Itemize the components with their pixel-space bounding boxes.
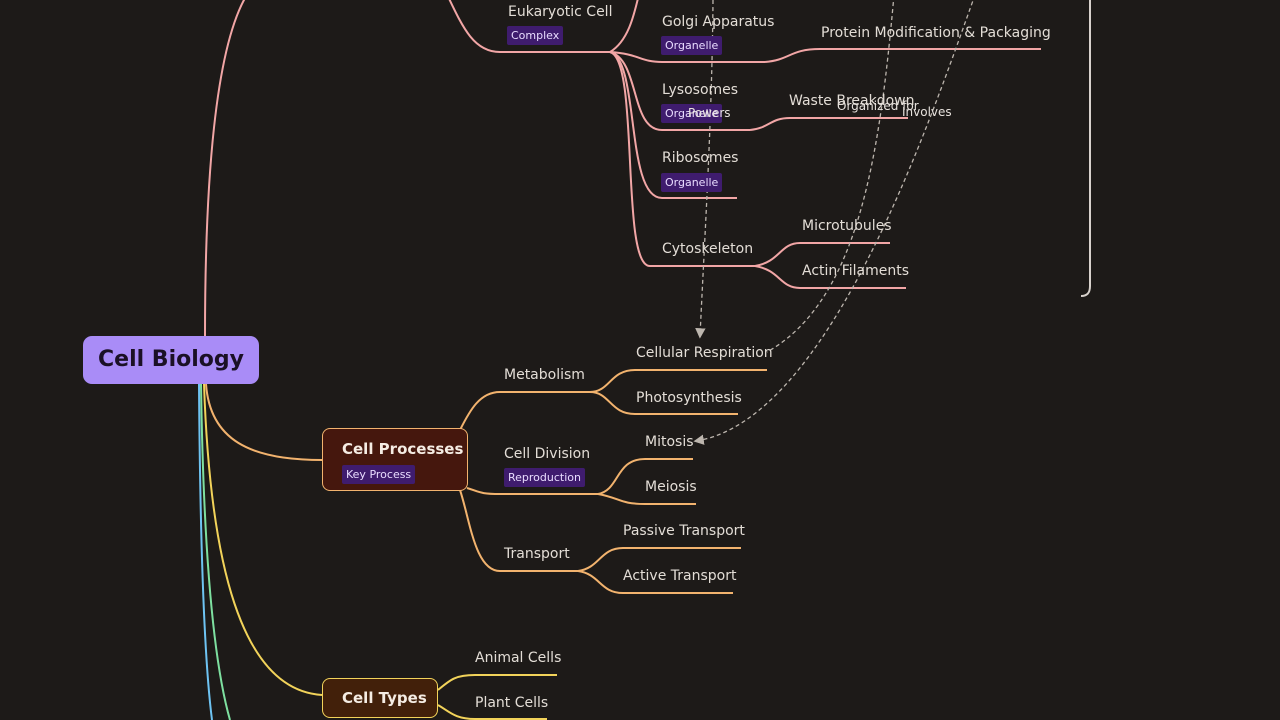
line-plant [437,704,547,720]
node-cell-processes[interactable]: Cell Processes Key Process [322,428,468,491]
line-golgi [609,51,765,63]
tag-complex: Complex [507,26,564,45]
node-protein-modification[interactable]: Protein Modification & Packaging [821,25,1051,41]
node-passive-transport[interactable]: Passive Transport [623,523,745,539]
node-mitosis[interactable]: Mitosis [645,434,694,450]
node-lysosomes[interactable]: Lysosomes [662,82,739,98]
line-actin [754,265,906,289]
tag-key-process: Key Process [342,465,416,484]
branch-line-green [200,383,231,720]
line-respiration [589,369,767,393]
tag-organelle-ribosomes: Organelle [661,173,723,192]
cell-types-title: Cell Types [342,689,427,707]
line-meiosis [597,493,696,505]
line-microtubules [754,242,890,267]
relation-label-involves: Involves [902,105,952,119]
line-waste [749,117,908,131]
node-photosynthesis[interactable]: Photosynthesis [636,390,742,406]
line-passive [577,547,741,572]
node-actin-filaments[interactable]: Actin Filaments [802,263,910,279]
summary-bracket [1080,0,1091,297]
line-cytoskeleton [609,51,755,267]
relation-label-powers: Powers [688,106,731,120]
node-microtubules[interactable]: Microtubules [802,218,892,234]
cell-processes-title: Cell Processes [342,440,464,458]
node-active-transport[interactable]: Active Transport [623,568,737,584]
branch-line-types [203,383,323,696]
node-animal-cells[interactable]: Animal Cells [475,650,562,666]
node-cytoskeleton[interactable]: Cytoskeleton [662,241,754,257]
line-photosynthesis [589,391,738,415]
node-ribosomes[interactable]: Ribosomes [662,150,739,166]
relation-label-organized-for: Organized for [837,99,919,113]
tag-organelle-golgi: Organelle [661,36,723,55]
node-meiosis[interactable]: Meiosis [645,479,697,495]
node-transport[interactable]: Transport [504,546,570,562]
root-node[interactable]: Cell Biology [83,336,259,384]
line-active [577,570,733,594]
branch-line-blue [198,383,213,720]
relation-arrow-involves [693,0,974,445]
branch-line-processes [205,383,323,461]
branch-line-structure [204,0,246,337]
node-cellular-respiration[interactable]: Cellular Respiration [636,345,773,361]
node-golgi-apparatus[interactable]: Golgi Apparatus [662,14,775,30]
line-to-eukaryotic [448,0,610,53]
tag-reproduction: Reproduction [504,468,585,487]
node-metabolism[interactable]: Metabolism [504,367,585,383]
relation-line-organized [766,0,895,353]
line-transport [459,489,578,572]
line-metabolism [459,391,590,431]
node-cell-types[interactable]: Cell Types [322,678,438,718]
node-plant-cells[interactable]: Plant Cells [475,695,549,711]
line-protein-mod [764,48,1041,63]
node-cell-division[interactable]: Cell Division [504,446,591,462]
line-prev-sibling [609,0,639,53]
line-lysosomes [609,51,750,131]
tag-organelle-lysosomes: Organelle [661,104,723,123]
line-ribosomes [609,51,737,199]
line-mitosis [597,458,693,495]
line-cell-division [466,487,598,495]
node-eukaryotic-cell[interactable]: Eukaryotic Cell [508,4,613,20]
node-waste-breakdown[interactable]: Waste Breakdown [789,93,915,109]
line-animal [437,674,557,691]
